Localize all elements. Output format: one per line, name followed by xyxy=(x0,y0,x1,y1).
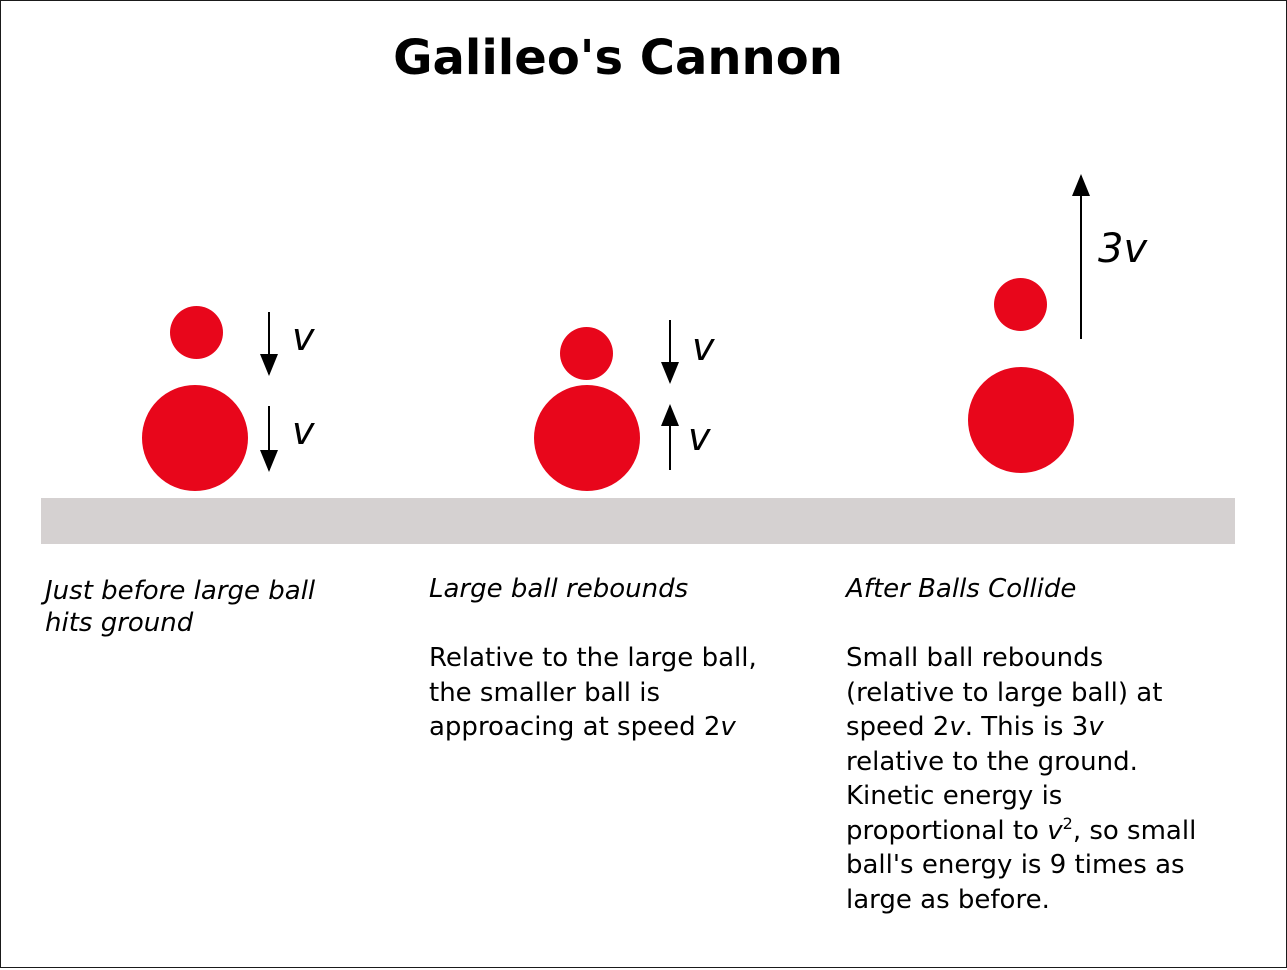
panel2-body-line3-var: v xyxy=(720,712,736,742)
panel1-large-ball-velocity-label: v xyxy=(292,409,315,453)
panel3-body-line7: ball's energy is 9 times as xyxy=(846,850,1185,880)
panel2-large-ball xyxy=(534,385,640,491)
panel3-body-line3-b: . This is 3 xyxy=(964,712,1089,742)
panel2-caption: Large ball rebounds xyxy=(429,574,689,604)
panel1-small-ball-arrow-down xyxy=(260,312,278,376)
panel1-caption-line2: hits ground xyxy=(45,608,194,638)
panel3-body-line1: Small ball rebounds xyxy=(846,643,1104,673)
panel3-caption: After Balls Collide xyxy=(846,574,1077,604)
panel3-body-line3-a: speed 2 xyxy=(846,712,950,742)
panel1-small-ball-velocity-label: v xyxy=(292,315,315,359)
diagram-title: Galileo's Cannon xyxy=(393,30,843,86)
panel3-body-line3-var2: v xyxy=(1088,712,1104,742)
panel3-body-line5: Kinetic energy is xyxy=(846,781,1063,811)
panel3-body-line3-var1: v xyxy=(949,712,965,742)
panel3-body-line6-b: , so small xyxy=(1072,815,1197,846)
panel3-body-line6: proportional to v2, so small xyxy=(846,814,1196,849)
panel3-body-line6-a: proportional to xyxy=(846,815,1048,846)
panel2-body-line1: Relative to the large ball, xyxy=(429,643,757,673)
panel1-caption-line1: Just before large ball xyxy=(45,576,316,606)
panel1-large-ball xyxy=(142,385,248,491)
panel3-small-ball-velocity-label: 3v xyxy=(1098,226,1148,272)
panel3-small-ball xyxy=(994,278,1047,331)
panel2-body: Relative to the large ball, the smaller … xyxy=(429,641,757,745)
panel2-body-line3-text: approacing at speed 2 xyxy=(429,712,721,742)
panel2-large-ball-arrow-up xyxy=(661,404,679,470)
panel3-body-line8: large as before. xyxy=(846,884,1050,915)
panel2-small-ball-velocity-label: v xyxy=(692,325,715,369)
panel1-large-ball-arrow-down xyxy=(260,406,278,472)
panel3-small-ball-arrow-up xyxy=(1072,174,1090,339)
panel3-body-line3: speed 2v. This is 3v xyxy=(846,710,1196,745)
panel2-large-ball-velocity-label: v xyxy=(688,415,711,459)
panel3-body-line4: relative to the ground. xyxy=(846,746,1138,777)
ground xyxy=(41,498,1235,544)
panel3-body: Small ball rebounds (relative to large b… xyxy=(846,641,1196,917)
panel2-body-line2: the smaller ball is xyxy=(429,677,661,708)
panel2-small-ball-arrow-down xyxy=(661,320,679,384)
panel1-caption: Just before large ball hits ground xyxy=(45,575,315,639)
panel3-large-ball xyxy=(968,367,1074,473)
panel2-body-line3: approacing at speed 2v xyxy=(429,710,757,745)
panel3-body-line2: (relative to large ball) at xyxy=(846,677,1163,708)
panel3-body-line6-var: v xyxy=(1047,815,1063,846)
panel2-small-ball xyxy=(560,327,613,380)
panel1-small-ball xyxy=(170,306,223,359)
panel3-body-line6-sup: 2 xyxy=(1062,813,1073,833)
